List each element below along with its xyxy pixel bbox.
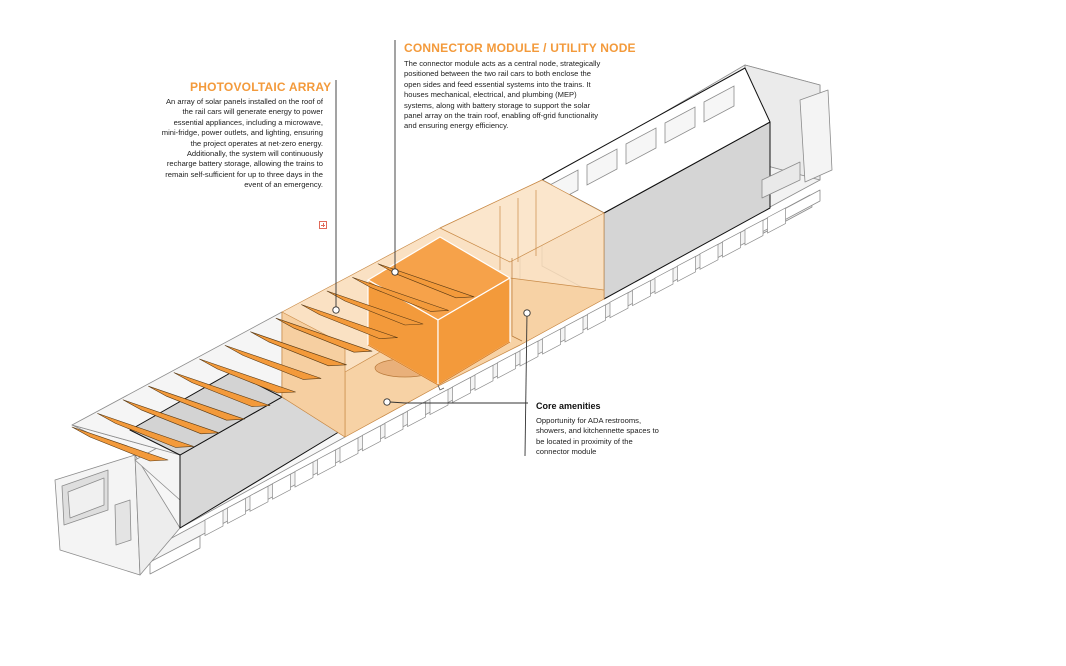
core-floor-dot [383,398,391,406]
bogie-block [384,413,404,440]
bogie-block [564,316,584,343]
leader-endpoints [332,268,531,406]
bogie-block [272,473,291,500]
connector-module-description: The connector module acts as a central n… [404,59,601,131]
expand-plus-icon[interactable] [319,221,327,229]
bogie-block [654,267,674,295]
bogie-block [767,207,786,234]
rear-car-window [586,148,618,186]
bogie-block [204,509,224,537]
photovoltaic-array-title: PHOTOVOLTAIC ARRAY [190,80,332,94]
photovoltaic-array-description: An array of solar panels installed on th… [161,97,323,190]
bogie-block [339,437,359,464]
pv-panel [275,317,373,353]
pv-panel [250,331,347,367]
connector-module-title: CONNECTOR MODULE / UTILITY NODE [404,41,636,55]
pv-panel [97,413,194,448]
pv-leader-dot [332,306,340,314]
connector-leader-dot [391,268,399,276]
bogie-block [362,425,381,452]
pv-panel [224,345,322,380]
pv-panel [173,372,271,407]
bogie-block [542,328,561,355]
pv-panel [122,399,220,435]
core-amenities-title: Core amenities [536,401,601,411]
bogie-block [429,388,449,416]
bogie-block [587,304,606,331]
core-leader-dot [523,309,531,317]
photovoltaic-panels [71,263,475,462]
rear-car-window [664,106,696,144]
pv-panel [199,358,296,394]
bogie-block [677,255,696,282]
bogie-block [452,376,471,403]
leader-lines [335,40,528,457]
bogie-block [294,461,314,488]
pv-panel [326,290,424,326]
connector-base-edge [437,384,445,391]
pv-panel [71,426,169,462]
bogie-block [227,497,246,524]
core-amenities-description: Opportunity for ADA restrooms, showers, … [536,416,659,457]
bogie-blocks [204,207,786,537]
pv-panel [352,277,449,312]
bogie-block [317,449,336,476]
bogie-block [699,243,719,270]
bogie-block [632,280,651,307]
rear-car-window [625,127,657,165]
bogie-block [744,219,764,246]
pv-panel [377,263,475,299]
bogie-block [407,401,426,428]
bogie-block [722,231,741,258]
bogie-block [474,364,494,391]
bogie-block [519,340,539,367]
pv-panel [301,304,398,339]
bogie-block [497,352,516,379]
rear-car-window [703,85,735,123]
bogie-block [609,292,629,319]
pv-panel [148,385,245,421]
bogie-block [249,485,269,512]
